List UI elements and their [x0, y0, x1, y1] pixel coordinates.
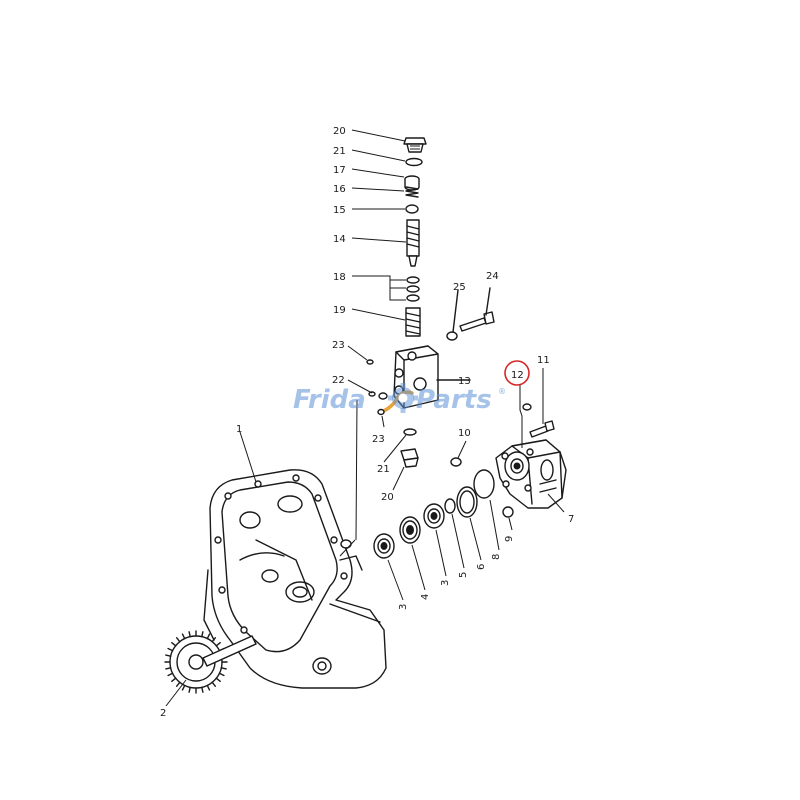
label-3-right: 3 [440, 580, 451, 586]
label-2: 2 [160, 708, 166, 719]
label-15: 15 [333, 205, 346, 216]
shaft-parts [373, 457, 514, 559]
label-14: 14 [333, 234, 346, 245]
part-3-bearing-left [373, 533, 395, 559]
label-5: 5 [458, 572, 469, 578]
part-6-seal [456, 486, 478, 518]
part-8-oring [473, 469, 495, 499]
part-10-oring [450, 457, 462, 467]
part-9-oring [502, 506, 514, 518]
part-2-gear [164, 630, 257, 694]
part-14-poppet [406, 219, 420, 267]
label-6: 6 [476, 564, 487, 570]
label-11: 11 [537, 355, 550, 366]
label-18: 18 [333, 272, 346, 283]
label-17: 17 [333, 165, 346, 176]
label-20-top: 20 [333, 126, 346, 137]
part-23-oring [366, 359, 374, 365]
leader-lines [165, 129, 565, 707]
label-21-bottom: 21 [377, 464, 390, 475]
part-11-bolt [529, 420, 555, 438]
part-4-bearing [399, 516, 421, 544]
label-10: 10 [458, 428, 471, 439]
part-20-plug [403, 137, 427, 153]
watermark-registered: ® [498, 387, 506, 396]
part-25-plug [446, 289, 459, 341]
label-23-top: 23 [332, 340, 345, 351]
part-18-washers [406, 276, 420, 302]
label-12: 12 [511, 370, 524, 381]
part-1-housing [203, 469, 387, 689]
label-16: 16 [333, 184, 346, 195]
watermark-text-right: Parts [416, 385, 492, 415]
label-23-bottom: 23 [372, 434, 385, 445]
gear-icon [388, 383, 418, 413]
part-7-gear-pump [495, 439, 567, 509]
label-4: 4 [420, 594, 431, 600]
part-21-oring-bottom [403, 428, 417, 436]
label-20-bottom: 20 [381, 492, 394, 503]
watermark: Frida Parts ® [293, 383, 506, 415]
label-21-top: 21 [333, 146, 346, 157]
label-19: 19 [333, 305, 346, 316]
label-24: 24 [486, 271, 499, 282]
part-19-spring [405, 307, 421, 337]
watermark-text-left: Frida [293, 385, 366, 415]
part-16-spring [405, 186, 419, 198]
label-25: 25 [453, 282, 466, 293]
highlight-circle-12 [504, 360, 530, 386]
part-5-ring [444, 498, 456, 514]
part-21-oring-top [405, 157, 423, 167]
part-20-plug-bottom [400, 448, 419, 468]
part-3-bearing-right [423, 503, 445, 529]
part-15-seat [405, 204, 419, 214]
label-8: 8 [491, 554, 502, 560]
part-12-washer [522, 403, 532, 411]
bolt-parts [522, 403, 555, 438]
label-7: 7 [568, 514, 574, 525]
label-1: 1 [236, 424, 242, 435]
part-24-bolt [459, 287, 495, 332]
part-labels: 20 21 17 16 15 14 18 19 25 24 23 22 13 2… [160, 126, 574, 719]
label-3-left: 3 [398, 604, 409, 610]
label-22: 22 [332, 375, 345, 386]
part-22-fitting [368, 391, 388, 400]
valve-stack [366, 137, 495, 468]
label-13: 13 [458, 376, 471, 387]
label-9: 9 [504, 536, 515, 542]
